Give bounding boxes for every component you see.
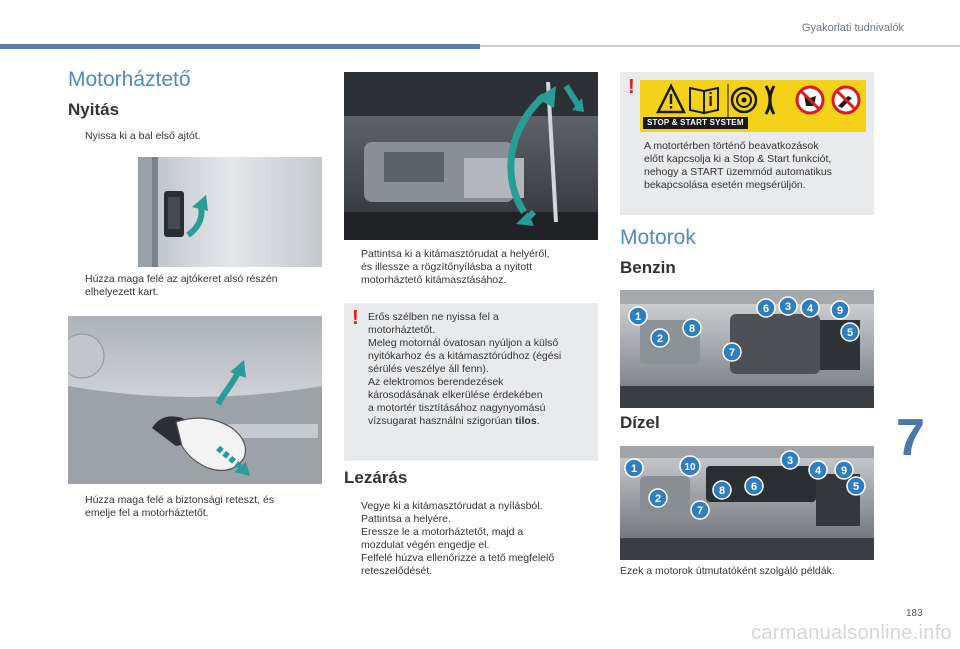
marker-badge: 8 xyxy=(712,480,732,500)
svg-text:8: 8 xyxy=(689,323,695,335)
marker-badge: 1 xyxy=(628,306,648,326)
stop-start-label: STOP & START SYSTEM xyxy=(643,117,748,129)
svg-text:4: 4 xyxy=(807,303,814,315)
wind-warning-box: ! Erős szélben ne nyissa fel a motorházt… xyxy=(344,303,598,461)
door-lever-photo xyxy=(138,157,322,267)
svg-text:2: 2 xyxy=(657,333,663,345)
svg-text:5: 5 xyxy=(847,327,853,339)
svg-text:7: 7 xyxy=(697,505,703,517)
no-tool-icon xyxy=(831,85,861,115)
svg-text:5: 5 xyxy=(853,481,859,493)
closing-step-3: Eressze le a motorháztetőt, majd a mozdu… xyxy=(361,526,524,551)
svg-text:1: 1 xyxy=(635,311,641,323)
marker-badge: 9 xyxy=(830,300,850,320)
engines-caption: Ezek a motorok útmutatóként szolgáló pél… xyxy=(620,565,835,577)
fan-hazard-icon xyxy=(730,86,758,114)
manual-book-icon xyxy=(689,86,719,115)
header-section-title: Gyakorlati tudnivalók xyxy=(801,22,904,34)
svg-text:1: 1 xyxy=(631,463,637,475)
marker-badge: 3 xyxy=(780,450,800,470)
marker-badge: 1 xyxy=(624,458,644,478)
wind-warning-text: Erős szélben ne nyissa fel a motorháztet… xyxy=(368,311,562,427)
chapter-number: 7 xyxy=(896,409,925,467)
diesel-title: Dízel xyxy=(620,413,660,432)
svg-text:9: 9 xyxy=(841,465,847,477)
svg-text:7: 7 xyxy=(729,347,735,359)
marker-badge: 6 xyxy=(756,298,776,318)
svg-text:8: 8 xyxy=(719,485,725,497)
marker-badge: 5 xyxy=(846,476,866,496)
opening-step-1: Nyissa ki a bal első ajtót. xyxy=(85,130,201,142)
marker-badge: 8 xyxy=(682,318,702,338)
no-hand-icon xyxy=(795,85,825,115)
svg-text:6: 6 xyxy=(763,303,769,315)
marker-badge: 5 xyxy=(840,322,860,342)
svg-text:6: 6 xyxy=(751,481,757,493)
marker-badge: 9 xyxy=(834,460,854,480)
header-accent-bar xyxy=(0,44,480,49)
marker-badge: 10 xyxy=(679,455,701,477)
closing-title: Lezárás xyxy=(344,468,408,487)
svg-text:2: 2 xyxy=(655,493,661,505)
warning-icon: ! xyxy=(628,76,635,98)
watermark: carmanualsonline.info xyxy=(751,622,952,644)
closing-step-2: Pattintsa a helyére. xyxy=(361,513,451,525)
page-number: 183 xyxy=(906,608,923,619)
svg-text:4: 4 xyxy=(815,465,822,477)
svg-text:10: 10 xyxy=(684,462,696,473)
opening-step-4: Pattintsa ki a kitámasztórudat a helyérő… xyxy=(361,248,550,286)
warning-icon: ! xyxy=(352,307,359,329)
marker-badge: 2 xyxy=(648,488,668,508)
marker-badge: 3 xyxy=(778,296,798,316)
closing-step-4: Felfelé húzva ellenőrizze a tető megfele… xyxy=(361,552,555,577)
engines-title: Motorok xyxy=(620,226,696,249)
petrol-title: Benzin xyxy=(620,258,676,277)
opening-step-3: Húzza maga felé a biztonsági reteszt, és… xyxy=(85,494,275,519)
belt-hazard-icon xyxy=(764,85,776,115)
stop-start-warning-text: A motortérben történő beavatkozások előt… xyxy=(644,140,832,191)
svg-text:9: 9 xyxy=(837,305,843,317)
opening-step-2: Húzza maga felé az ajtókeret alsó részén… xyxy=(85,273,278,298)
marker-badge: 2 xyxy=(650,328,670,348)
svg-text:3: 3 xyxy=(787,455,793,467)
marker-badge: 4 xyxy=(808,460,828,480)
marker-badge: 6 xyxy=(744,476,764,496)
closing-step-1: Vegye ki a kitámasztórudat a nyílásból. xyxy=(361,500,543,512)
hood-prop-photo xyxy=(344,72,598,240)
marker-badge: 7 xyxy=(722,342,742,362)
stop-start-sticker: STOP & START SYSTEM xyxy=(640,80,866,132)
petrol-engine-photo: 1 2 3 4 5 6 7 8 9 xyxy=(620,290,874,408)
header-divider xyxy=(480,45,960,47)
opening-title: Nyitás xyxy=(68,100,120,119)
hood-title: Motorháztető xyxy=(68,68,191,91)
diesel-engine-photo: 1 2 3 4 5 6 7 8 9 10 xyxy=(620,446,874,560)
marker-badge: 4 xyxy=(800,298,820,318)
hazard-triangle-icon xyxy=(655,83,687,114)
marker-badge: 7 xyxy=(690,500,710,520)
svg-text:3: 3 xyxy=(785,301,791,313)
safety-catch-photo xyxy=(68,316,322,484)
